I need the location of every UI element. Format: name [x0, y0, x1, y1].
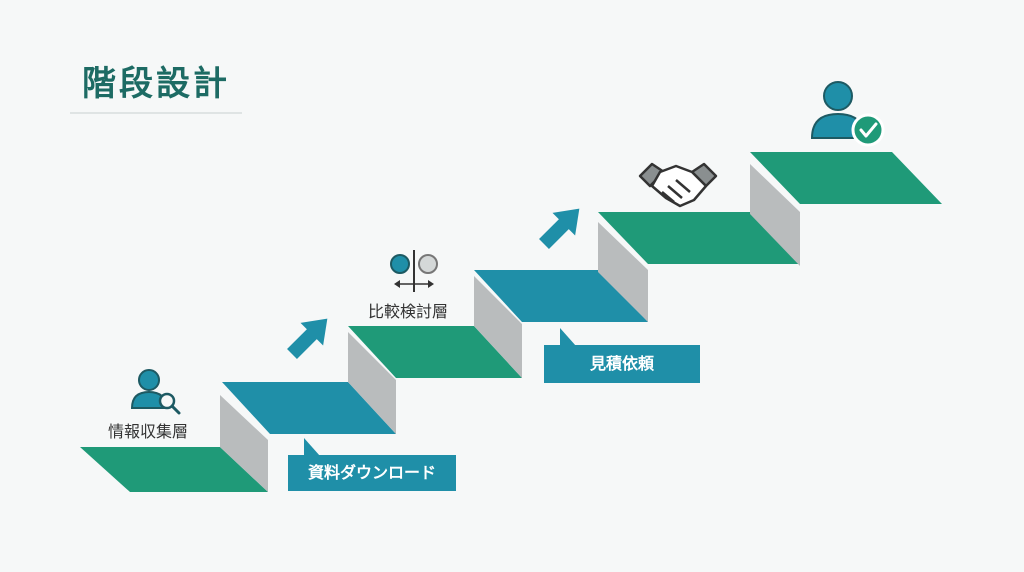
callout-tail-download	[304, 438, 320, 456]
step-1-top	[80, 447, 268, 492]
step-4-top	[474, 270, 648, 322]
step-6-top	[750, 152, 942, 204]
riser-2	[348, 332, 396, 434]
riser-1	[220, 395, 268, 492]
compare-icon	[390, 250, 438, 292]
riser-3	[474, 276, 522, 378]
page-title: 階段設計	[82, 64, 230, 104]
callout-tail-quote	[560, 328, 576, 346]
handshake-icon	[638, 162, 718, 208]
callout-download: 資料ダウンロード	[288, 455, 456, 491]
callout-quote: 見積依頼	[544, 345, 700, 383]
step-1	[80, 447, 268, 492]
title-divider	[70, 112, 242, 114]
arrow-up-right-icon	[287, 318, 328, 359]
riser-4	[598, 222, 648, 322]
riser-5	[750, 164, 800, 266]
step-5-top	[598, 212, 800, 264]
stage-label-information-gathering: 情報収集層	[108, 422, 189, 441]
stage-label-comparison: 比較検討層	[368, 302, 449, 321]
step-2-top	[222, 382, 396, 434]
arrow-up-right-icon	[539, 208, 580, 249]
user-search-icon	[130, 369, 181, 415]
step-3-top	[348, 326, 522, 378]
user-check-icon	[810, 81, 885, 147]
